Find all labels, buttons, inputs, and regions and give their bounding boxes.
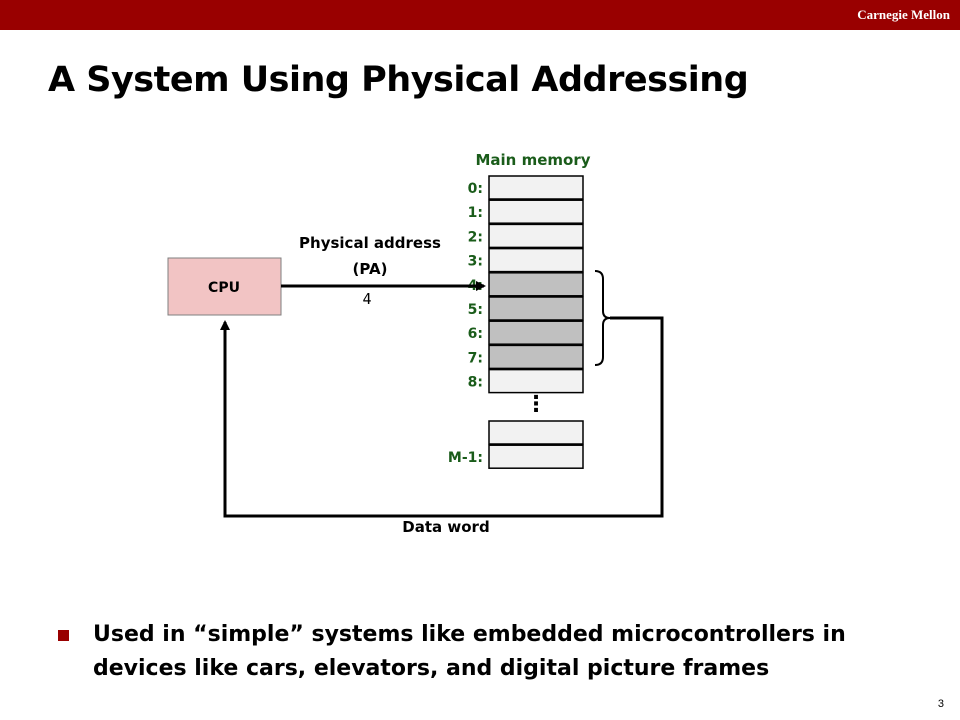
memory-address-label: M-1:: [448, 450, 483, 466]
bullet-text: Used in “simple” systems like embedded m…: [93, 622, 846, 681]
memory-rows: 0:1:2:3:4:5:6:7:8:: [468, 175, 584, 394]
data-word-arrow: [220, 316, 664, 518]
cpu-box: [167, 257, 282, 316]
memory-cell: [488, 272, 584, 297]
memory-cell: [488, 444, 584, 469]
brand-label: Carnegie Mellon: [857, 7, 950, 22]
bullet-marker: [58, 630, 69, 641]
memory-title: Main memory: [475, 151, 590, 169]
memory-cell: [488, 296, 584, 321]
memory-address-label: 7:: [468, 350, 483, 366]
slide-title: A System Using Physical Addressing: [48, 60, 749, 100]
memory-cell: [488, 344, 584, 370]
memory-cell: [488, 368, 584, 394]
cpu-label: CPU: [208, 280, 240, 296]
memory-cell: [488, 247, 584, 273]
memory-address-label: 3:: [468, 254, 483, 270]
header-bar: Carnegie Mellon: [0, 0, 960, 30]
memory-address-label: 6:: [468, 326, 483, 342]
address-value: 4: [362, 290, 371, 308]
memory-cell: [488, 199, 584, 224]
address-label-line2: (PA): [353, 260, 388, 278]
memory-address-label: 0:: [468, 181, 483, 197]
memory-cell: [488, 320, 584, 345]
memory-ellipsis: ⋮: [525, 392, 547, 417]
address-label-line1: Physical address: [299, 234, 441, 252]
highlight-brace: [594, 270, 611, 366]
memory-address-label: 8:: [468, 375, 483, 391]
memory-cell: [488, 175, 584, 200]
memory-cell: [488, 223, 584, 249]
memory-last-rows: M-1:: [448, 420, 584, 469]
page-number: 3: [937, 698, 944, 710]
memory-cell: [488, 420, 584, 445]
memory-address-label: 1:: [468, 205, 483, 221]
memory-address-label: 5:: [468, 302, 483, 318]
data-word-label: Data word: [402, 518, 489, 536]
memory-address-label: 2:: [468, 229, 483, 245]
